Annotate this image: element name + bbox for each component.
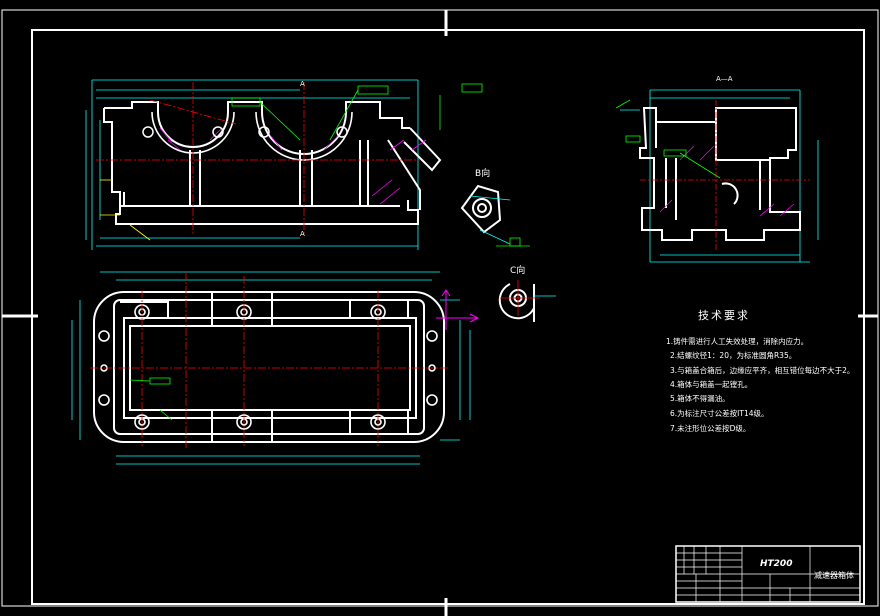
view-b-label: B向 [475,167,490,179]
cut-label-a-bottom: A [300,230,305,238]
title-block: HT200 减速器箱体 [675,545,861,603]
view-c: C向 [498,264,556,322]
cut-label-a-top: A [300,80,305,88]
tech-item-7: 7.未注形位公差按D级。 [670,423,750,433]
part-name-label: 减速器箱体 [814,570,854,580]
tech-item-5: 5.箱体不得漏油。 [670,393,730,403]
tech-item-3: 3.与箱盖合箱后，边缘应平齐，相互错位每边不大于2。 [670,365,854,375]
tech-item-1: 1.铸件需进行人工失效处理，消除内应力。 [666,336,808,346]
front-view: A A [85,79,483,250]
material-label: HT200 [760,559,792,569]
technical-requirements: 技术要求 1.铸件需进行人工失效处理，消除内应力。 2.结螺纹径1：20，为标准… [666,309,854,433]
tech-requirements-title: 技术要求 [698,309,750,322]
tech-item-2: 2.结螺纹径1：20，为标准圆角R35。 [670,350,796,360]
view-b: B向 [460,167,530,247]
section-aa-label: A—A [716,75,733,83]
tech-item-4: 4.箱体与箱盖一起镗孔。 [670,379,752,389]
section-aa-view: A—A [615,75,819,263]
tech-item-6: 6.为标注尺寸公差按IT14级。 [670,408,769,418]
top-view [71,271,480,465]
view-c-label: C向 [510,264,525,276]
